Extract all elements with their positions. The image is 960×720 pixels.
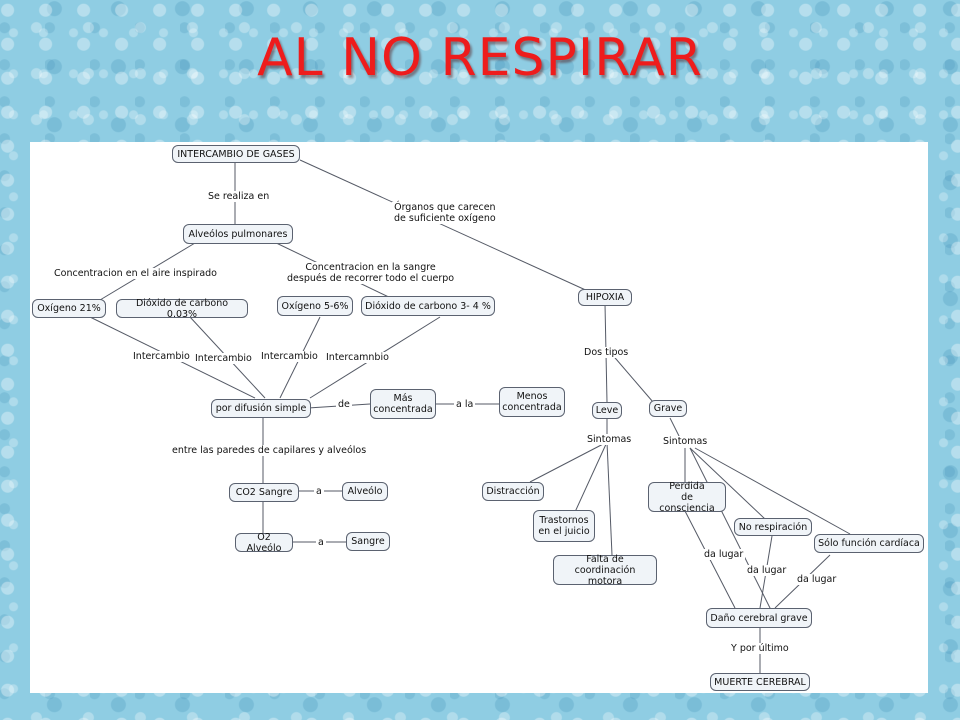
label-sintomas-grave: Sintomas <box>661 436 710 447</box>
label-y-por-ultimo: Y por último <box>729 643 791 654</box>
node-intercambio-gases: INTERCAMBIO DE GASES <box>172 145 300 163</box>
node-grave: Grave <box>649 400 687 417</box>
node-oxigeno-5-6: Oxígeno 5-6% <box>277 296 353 316</box>
node-muerte-cerebral: MUERTE CEREBRAL <box>710 673 810 691</box>
node-difusion-simple: por difusión simple <box>211 399 311 418</box>
node-falta-coordinacion: Falta de coordinación motora <box>553 554 657 587</box>
label-se-realiza-en: Se realiza en <box>206 191 272 202</box>
label-a-2: a <box>316 537 326 548</box>
node-perdida-consciencia: Perdida de consciencia <box>648 481 726 514</box>
node-solo-funcion-cardiaca: Sólo función cardíaca <box>814 534 924 553</box>
node-alveolo: Alveólo <box>342 482 388 501</box>
node-trastornos-juicio: Trastornos en el juicio <box>533 510 595 542</box>
node-menos-concentrada: Menos concentrada <box>499 387 565 417</box>
label-intercambio-1: Intercambio <box>131 351 192 362</box>
label-sintomas-leve: Sintomas <box>585 434 634 445</box>
label-da-lugar-1: da lugar <box>702 549 746 560</box>
label-da-lugar-2: da lugar <box>745 565 789 576</box>
node-o2-alveolo: O2 Alveólo <box>235 532 293 554</box>
node-co2-sangre: CO2 Sangre <box>229 483 299 502</box>
label-a-1: a <box>314 486 324 497</box>
node-dioxido-carbono-003: Dióxido de carbono 0.03% <box>116 298 248 320</box>
node-no-respiracion: No respiración <box>734 518 812 536</box>
label-dos-tipos: Dos tipos <box>582 347 631 358</box>
label-intercambio-3: Intercambio <box>259 351 320 362</box>
label-intercambio-4: Intercamnbio <box>324 352 391 363</box>
node-sangre: Sangre <box>346 532 390 551</box>
node-distraccion: Distracción <box>482 482 544 501</box>
label-a-la: a la <box>454 399 476 410</box>
node-mas-concentrada: Más concentrada <box>370 389 436 419</box>
label-conc-aire: Concentracion en el aire inspirado <box>52 268 219 279</box>
node-dano-cerebral-grave: Daño cerebral grave <box>706 608 812 628</box>
node-oxigeno-21: Oxígeno 21% <box>32 299 106 318</box>
node-alveolos-pulmonares: Alveólos pulmonares <box>183 224 293 244</box>
node-hipoxia: HIPOXIA <box>578 289 632 306</box>
concept-map: INTERCAMBIO DE GASES Alveólos pulmonares… <box>30 142 928 693</box>
label-da-lugar-3: da lugar <box>795 574 839 585</box>
label-organos-oxigeno: Órganos que carecen de suficiente oxígen… <box>392 202 498 224</box>
label-intercambio-2: Intercambio <box>193 353 254 364</box>
node-dioxido-carbono-3-4: Dióxido de carbono 3- 4 % <box>361 296 495 316</box>
label-conc-sangre: Concentracion en la sangre después de re… <box>285 262 457 284</box>
node-leve: Leve <box>592 402 622 419</box>
slide-title: AL NO RESPIRAR <box>257 28 703 88</box>
label-entre-paredes: entre las paredes de capilares y alveólo… <box>170 445 369 456</box>
label-de: de <box>336 399 352 410</box>
